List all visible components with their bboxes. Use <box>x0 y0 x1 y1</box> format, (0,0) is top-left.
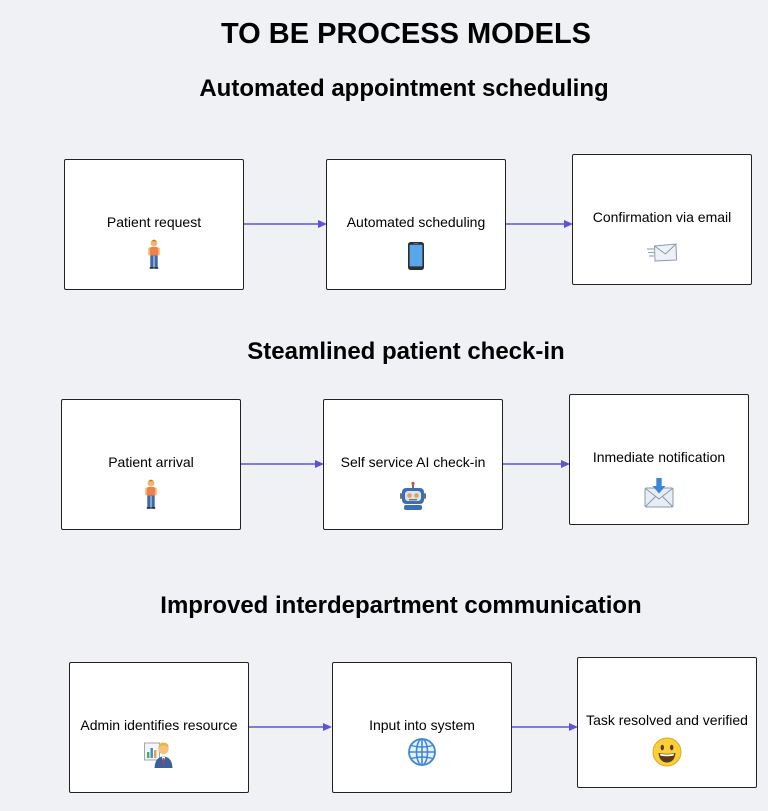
step-task-resolved-verified[interactable]: Task resolved and verified <box>577 657 757 788</box>
step-patient-request[interactable]: Patient request <box>64 159 244 290</box>
person-standing-icon <box>145 479 157 509</box>
section-title-communication: Improved interdepartment communication <box>160 592 642 619</box>
envelope-speed-icon <box>647 243 678 262</box>
step-label: Patient request <box>106 214 202 230</box>
page-title: TO BE PROCESS MODELS <box>220 18 592 50</box>
step-automated-scheduling[interactable]: Automated scheduling <box>326 159 506 290</box>
section-title-scheduling: Automated appointment scheduling <box>199 75 609 102</box>
flow-arrow <box>241 459 324 469</box>
step-confirmation-email[interactable]: Confirmation via email <box>572 154 752 285</box>
step-label: Inmediate notification <box>592 449 726 465</box>
globe-icon <box>408 738 436 766</box>
flow-arrow <box>249 722 332 732</box>
section-title-check-in: Steamlined patient check-in <box>247 338 565 365</box>
office-worker-icon <box>144 742 173 768</box>
person-standing-icon <box>148 239 160 269</box>
step-label: Input into system <box>369 717 475 733</box>
step-label: Automated scheduling <box>346 214 486 230</box>
flow-arrow <box>244 219 327 229</box>
step-label: Confirmation via email <box>592 209 732 225</box>
robot-icon <box>400 481 426 510</box>
flow-arrow <box>512 722 578 732</box>
step-label: Task resolved and verified <box>586 712 748 728</box>
mobile-phone-icon <box>408 242 424 270</box>
step-immediate-notification[interactable]: Inmediate notification <box>569 394 749 525</box>
step-input-into-system[interactable]: Input into system <box>332 662 512 793</box>
flow-arrow <box>503 459 570 469</box>
flow-arrow <box>506 219 573 229</box>
step-patient-arrival[interactable]: Patient arrival <box>61 399 241 530</box>
step-label: Admin identifies resource <box>80 717 238 733</box>
step-admin-identifies-resource[interactable]: Admin identifies resource <box>69 662 249 793</box>
step-label: Patient arrival <box>108 454 194 470</box>
step-label: Self service AI check-in <box>340 454 486 470</box>
step-self-service-check-in[interactable]: Self service AI check-in <box>323 399 503 530</box>
smiley-face-icon <box>652 737 682 767</box>
envelope-download-icon <box>644 478 674 508</box>
